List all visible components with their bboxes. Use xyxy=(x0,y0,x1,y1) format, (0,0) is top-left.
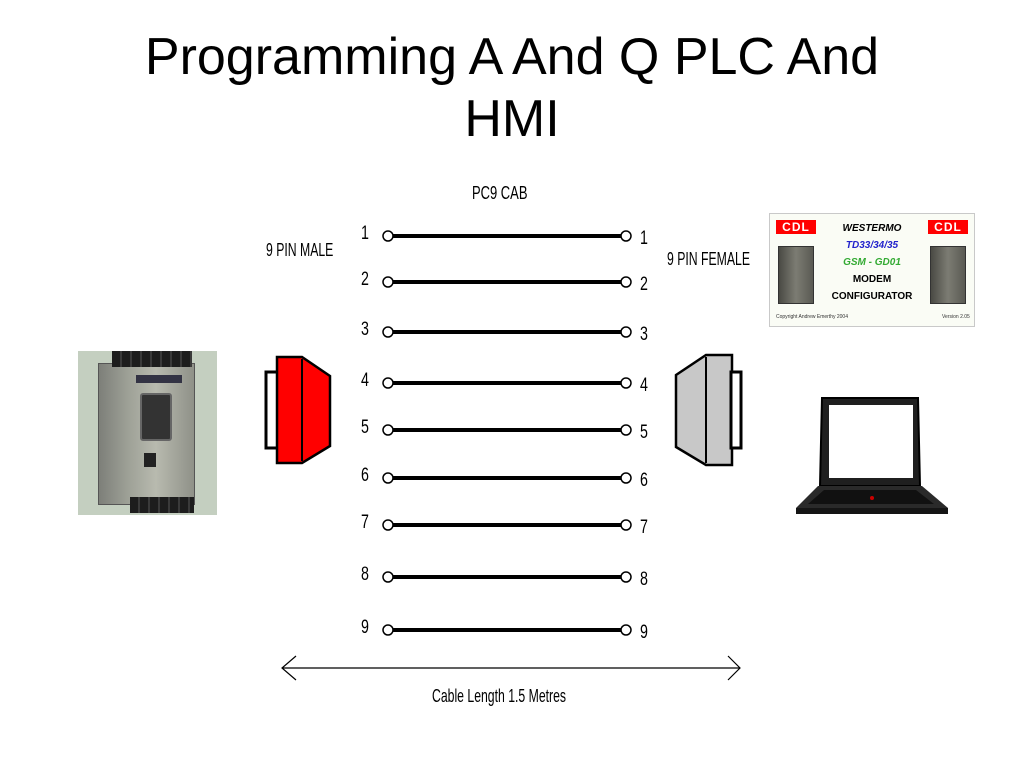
pin-terminal-left xyxy=(382,519,394,531)
pin-terminal-left xyxy=(382,424,394,436)
plc-top-terminals xyxy=(112,351,192,367)
pin-label-right-2: 2 xyxy=(640,274,648,295)
wire-group xyxy=(382,230,632,636)
pin-label-left-6: 6 xyxy=(361,465,369,486)
plc-indicator xyxy=(144,453,156,467)
pin-terminal-right xyxy=(620,624,632,636)
wire-pin-4 xyxy=(382,377,632,389)
pin-terminal-right xyxy=(620,326,632,338)
pin-label-left-1: 1 xyxy=(361,223,369,244)
pin-label-right-9: 9 xyxy=(640,622,648,643)
pin-terminal-right xyxy=(620,472,632,484)
pin-label-left-9: 9 xyxy=(361,617,369,638)
wire-pin-5 xyxy=(382,424,632,436)
pin-terminal-right xyxy=(620,377,632,389)
modem-device-icon-right xyxy=(930,246,966,304)
configurator-copyright: Copyright Andrew Emerthy 2004 xyxy=(776,314,848,320)
configurator-line-2: TD33/34/35 xyxy=(845,240,899,251)
male-connector-label: 9 PIN MALE xyxy=(266,240,334,260)
pin-label-right-4: 4 xyxy=(640,375,648,396)
pin-terminal-left xyxy=(382,230,394,242)
pin-terminal-left xyxy=(382,624,394,636)
configurator-line-4: MODEM xyxy=(852,274,892,285)
pin-terminal-left xyxy=(382,472,394,484)
pin-label-right-7: 7 xyxy=(640,517,648,538)
wire-pin-9 xyxy=(382,624,632,636)
cable-length-arrow xyxy=(281,655,741,681)
configurator-line-5: CONFIGURATOR xyxy=(831,291,913,302)
pin-label-right-5: 5 xyxy=(640,422,648,443)
wire-pin-7 xyxy=(382,519,632,531)
title-line-2: HMI xyxy=(464,90,560,148)
slide-title: Programming A And Q PLC And HMI xyxy=(0,26,1024,150)
cable-title: PC9 CAB xyxy=(472,183,528,203)
pin-label-left-7: 7 xyxy=(361,512,369,533)
plc-badge xyxy=(136,375,182,383)
pin-label-right-6: 6 xyxy=(640,470,648,491)
pin-terminal-right xyxy=(620,276,632,288)
db9-female-connector-icon xyxy=(674,353,743,467)
pin-label-right-8: 8 xyxy=(640,569,648,590)
pin-terminal-left xyxy=(382,276,394,288)
wire-pin-3 xyxy=(382,326,632,338)
pin-label-right-3: 3 xyxy=(640,324,648,345)
pin-terminal-left xyxy=(382,377,394,389)
configurator-line-1: WESTERMO xyxy=(842,223,902,234)
title-line-1: Programming A And Q PLC And xyxy=(144,28,880,86)
pin-terminal-right xyxy=(620,519,632,531)
wire-pin-6 xyxy=(382,472,632,484)
pin-label-right-1: 1 xyxy=(640,228,648,249)
pin-label-left-2: 2 xyxy=(361,269,369,290)
laptop-icon xyxy=(796,397,948,514)
female-connector-label: 9 PIN FEMALE xyxy=(667,249,750,269)
pin-terminal-right xyxy=(620,230,632,242)
configurator-line-3: GSM - GD01 xyxy=(843,257,901,268)
pin-label-left-3: 3 xyxy=(361,319,369,340)
modem-configurator-card: CDL CDL WESTERMO TD33/34/35 GSM - GD01 M… xyxy=(769,213,975,327)
plc-bottom-terminals xyxy=(130,497,194,513)
cdl-logo-left: CDL xyxy=(776,220,816,234)
modem-device-icon-left xyxy=(778,246,814,304)
cdl-logo-right: CDL xyxy=(928,220,968,234)
pin-terminal-left xyxy=(382,571,394,583)
plc-device-icon xyxy=(78,351,217,515)
db9-male-connector-icon xyxy=(264,355,332,465)
pin-terminal-right xyxy=(620,571,632,583)
plc-serial-port xyxy=(140,393,172,441)
wire-pin-2 xyxy=(382,276,632,288)
cable-length-label: Cable Length 1.5 Metres xyxy=(432,686,567,706)
wire-pin-8 xyxy=(382,571,632,583)
wire-pin-1 xyxy=(382,230,632,242)
pin-terminal-left xyxy=(382,326,394,338)
pin-label-left-5: 5 xyxy=(361,417,369,438)
configurator-version: Version 2.05 xyxy=(942,314,970,320)
pin-label-left-4: 4 xyxy=(361,370,369,391)
pin-label-left-8: 8 xyxy=(361,564,369,585)
pin-terminal-right xyxy=(620,424,632,436)
